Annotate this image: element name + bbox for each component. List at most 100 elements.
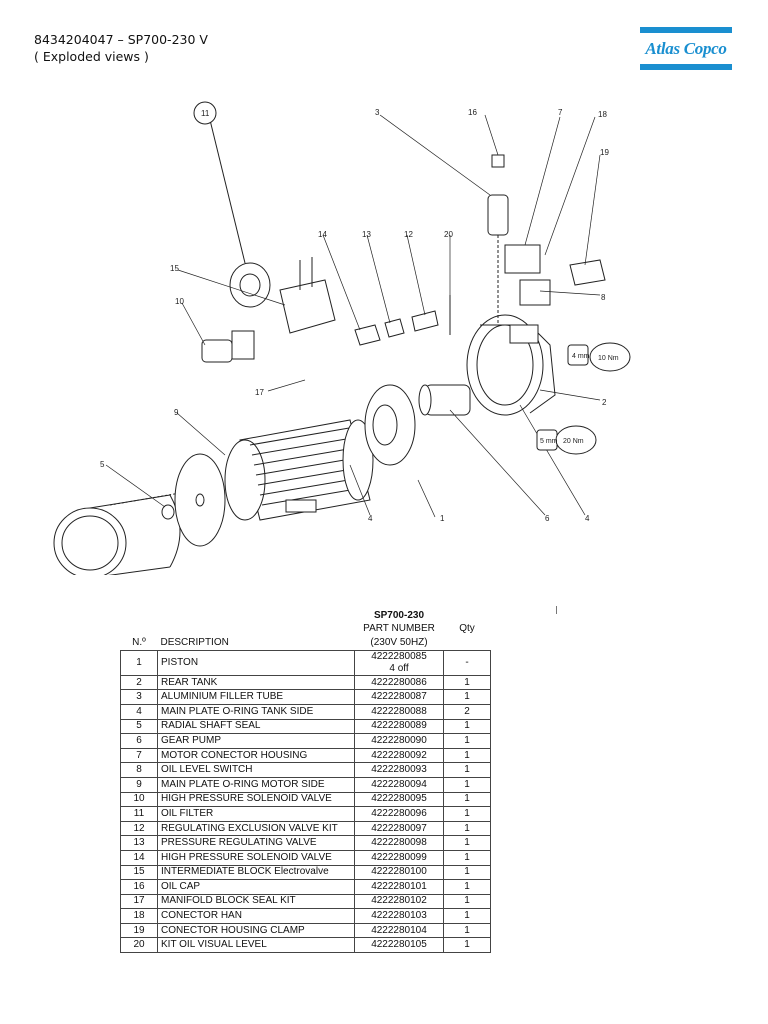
- row-part-number: 4222280088: [354, 703, 444, 720]
- row-part-number: 4222280104: [354, 922, 444, 939]
- callout-15: 15: [170, 264, 179, 273]
- row-qty: 1: [443, 922, 491, 939]
- row-description: OIL FILTER: [157, 806, 355, 822]
- voltage-header: (230V 50HZ): [370, 636, 428, 648]
- callout-17: 17: [255, 388, 264, 397]
- callout-8: 8: [601, 293, 606, 302]
- row-part-number: 4222280099: [354, 849, 444, 866]
- row-number: 6: [120, 733, 158, 749]
- row-number: 3: [120, 689, 158, 705]
- row-description: MAIN PLATE O-RING MOTOR SIDE: [157, 776, 355, 793]
- torque-badge-1: 4 mm 10 Nm: [567, 342, 631, 372]
- row-qty: 1: [443, 791, 491, 808]
- document-subtitle: ( Exploded views ): [34, 49, 149, 64]
- part-number-value: 4222280102: [371, 895, 427, 907]
- row-description: CONECTOR HAN: [157, 908, 355, 924]
- row-qty: 1: [443, 849, 491, 866]
- rear-cover-drawing: [53, 492, 181, 575]
- row-part-number: 4222280101: [354, 879, 444, 895]
- row-number: 16: [120, 879, 158, 895]
- callout-6-bottom: 6: [545, 514, 550, 523]
- part-number-value: 4222280085: [371, 650, 427, 662]
- flange-plate-drawing: [364, 384, 416, 466]
- row-part-number: 4222280100: [354, 864, 444, 881]
- oil-filter-drawing: [209, 119, 271, 308]
- callout-10: 10: [175, 297, 184, 306]
- row-qty: 1: [443, 806, 491, 822]
- row-part-number: 4222280103: [354, 908, 444, 924]
- valves-drawing: [354, 295, 451, 346]
- radial-shaft-seal-drawing: [161, 504, 175, 520]
- row-qty: 1: [443, 893, 491, 910]
- row-description: HIGH PRESSURE SOLENOID VALVE: [157, 849, 355, 866]
- row-description: OIL CAP: [157, 879, 355, 895]
- row-number: 8: [120, 762, 158, 778]
- row-number: 5: [120, 718, 158, 735]
- row-description: RADIAL SHAFT SEAL: [157, 718, 355, 735]
- callout-14: 14: [318, 230, 327, 239]
- row-number: 18: [120, 908, 158, 924]
- solenoid-valve-drawing: [201, 330, 255, 363]
- svg-text:5 mm: 5 mm: [540, 438, 558, 445]
- callout-18: 18: [598, 110, 607, 119]
- row-qty: 1: [443, 733, 491, 749]
- logo-bar-bottom: [640, 64, 732, 70]
- part-number-value: 4222280086: [371, 676, 427, 688]
- part-number-header: PART NUMBER: [363, 623, 435, 635]
- document-header: 8434204047 – SP700-230 V ( Exploded view…: [34, 31, 208, 65]
- part-number-value: 4222280100: [371, 866, 427, 878]
- table-header-row-model: SP700-230: [121, 609, 491, 623]
- part-number-value: 4222280104: [371, 924, 427, 936]
- row-description: CONECTOR HOUSING CLAMP: [157, 922, 355, 939]
- part-number-value: 4222280087: [371, 691, 427, 703]
- callout-2: 2: [602, 398, 607, 407]
- row-description: MOTOR CONECTOR HOUSING: [157, 747, 355, 764]
- row-description: PRESSURE REGULATING VALVE: [157, 835, 355, 851]
- callout-1: 1: [440, 514, 445, 523]
- callout-11: 11: [201, 109, 210, 118]
- callout-16: 16: [468, 108, 477, 117]
- part-number-value: 4222280097: [371, 822, 427, 834]
- filler-tube-drawing: [487, 154, 509, 325]
- row-part-number: 4222280105: [354, 937, 444, 954]
- row-number: 17: [120, 893, 158, 910]
- part-number-value: 4222280092: [371, 749, 427, 761]
- row-number: 10: [120, 791, 158, 808]
- row-description: OIL LEVEL SWITCH: [157, 762, 355, 778]
- row-number: 9: [120, 776, 158, 793]
- row-qty: 1: [443, 864, 491, 881]
- part-number-value: 4222280098: [371, 837, 427, 849]
- callout-3: 3: [375, 108, 380, 117]
- row-description: MANIFOLD BLOCK SEAL KIT: [157, 893, 355, 910]
- row-description: HIGH PRESSURE SOLENOID VALVE: [157, 791, 355, 808]
- callout-4-left: 4: [368, 514, 373, 523]
- callout-5: 5: [100, 460, 105, 469]
- row-qty: 1: [443, 835, 491, 851]
- part-number-value: 4222280094: [371, 778, 427, 790]
- row-number: 2: [120, 674, 158, 691]
- callout-4-right: 4: [585, 514, 590, 523]
- part-number-note: 4 off: [389, 662, 409, 674]
- row-description: GEAR PUMP: [157, 733, 355, 749]
- row-qty: 1: [443, 879, 491, 895]
- row-part-number: 4222280095: [354, 791, 444, 808]
- svg-text:4 mm: 4 mm: [572, 353, 590, 360]
- row-part-number: 4222280090: [354, 733, 444, 749]
- callout-12: 12: [404, 230, 413, 239]
- callout-20: 20: [444, 230, 453, 239]
- row-qty: 1: [443, 718, 491, 735]
- row-qty: 1: [443, 776, 491, 793]
